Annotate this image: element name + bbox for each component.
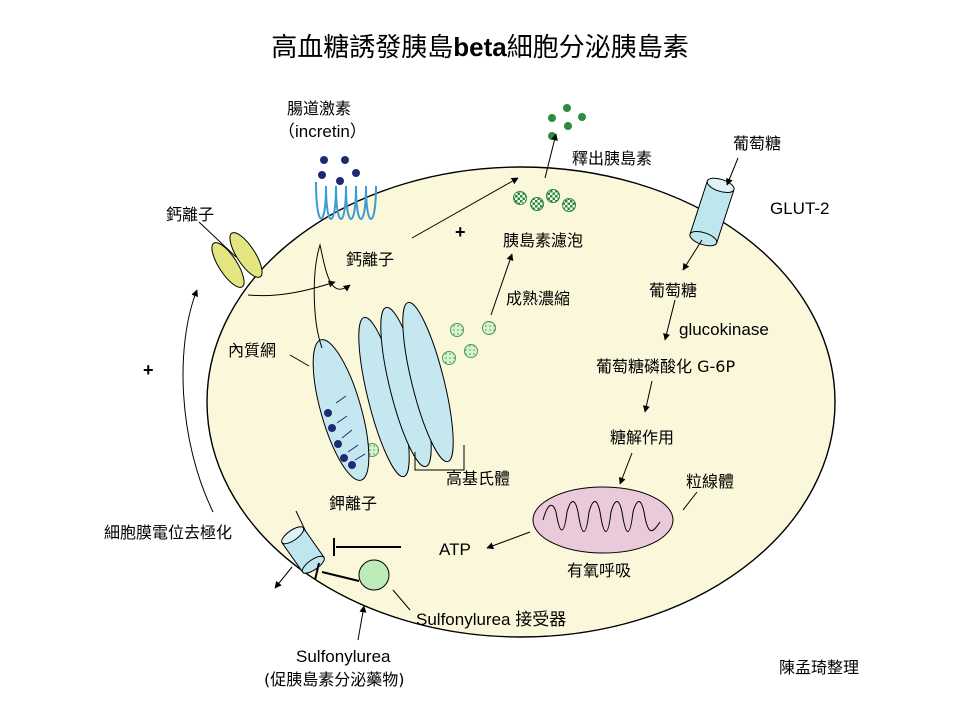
arrow-release	[544, 133, 558, 179]
glucose-outside-label: 葡萄糖	[733, 134, 782, 153]
arrow-potassium-out	[274, 566, 293, 589]
author-credit: 陳孟琦整理	[779, 658, 860, 677]
potassium-label: 鉀離子	[329, 494, 378, 513]
cell-membrane	[206, 166, 836, 638]
pathway-arrows	[182, 133, 739, 641]
calcium-channel	[211, 232, 263, 288]
glucose-inside-label: 葡萄糖	[649, 281, 698, 300]
atp-label: ATP	[439, 540, 471, 559]
released-insulin	[548, 104, 586, 140]
inhibit-receptor	[321, 571, 360, 582]
receptor-label: Sulfonylurea 接受器	[416, 610, 567, 629]
mitochondrion	[532, 486, 674, 554]
arrow-glycolysis	[619, 452, 633, 485]
potassium-channel	[281, 526, 325, 574]
depolarization-label: 細胞膜電位去極化	[104, 523, 233, 542]
golgi-stacks	[358, 301, 454, 478]
arrow-sulfonylurea	[357, 605, 367, 641]
sulfonylurea-desc-label: (促胰島素分泌藥物)	[264, 670, 405, 689]
incretin-receptor	[315, 181, 377, 220]
arrow-depolarization	[182, 289, 214, 513]
golgi-bracket	[414, 445, 465, 471]
arrow-glut2-out	[682, 239, 703, 271]
arrow-er-calcium	[313, 243, 351, 349]
page-title: 高血糖誘發胰島beta細胞分泌胰島素	[271, 32, 689, 63]
incretin-label: 腸道激素	[287, 99, 352, 118]
calcium-inside-label: 鈣離子	[346, 250, 395, 269]
glut2-label: GLUT-2	[770, 199, 830, 218]
incretin-molecules	[318, 156, 360, 185]
insulin-vesicles	[513, 189, 576, 212]
arrow-calcium-influx	[247, 280, 336, 297]
ribosomes	[324, 395, 366, 469]
aerobic-label: 有氧呼吸	[567, 561, 632, 580]
arrow-maturation	[490, 253, 514, 316]
sulfonylurea-receptor	[358, 559, 390, 591]
plus-sign-depolarization: +	[143, 360, 154, 380]
arrow-g6p	[642, 380, 653, 413]
arrow-glucokinase	[663, 299, 676, 341]
insulin-vesicle-label: 胰島素濾泡	[503, 231, 584, 250]
maturation-label: 成熟濃縮	[506, 289, 571, 308]
arrow-atp	[486, 531, 531, 550]
incretin-english-label: （incretin）	[278, 122, 367, 141]
release-insulin-label: 釋出胰島素	[572, 149, 653, 168]
mitochondria-label: 粒線體	[686, 472, 735, 491]
arrow-calcium-vesicle	[411, 177, 519, 239]
glycolysis-label: 糖解作用	[610, 428, 675, 447]
sulfonylurea-label: Sulfonylurea	[296, 647, 391, 666]
plus-sign-vesicle: +	[455, 222, 466, 242]
er-label: 內質網	[228, 341, 277, 360]
golgi-label: 高基氏體	[446, 469, 511, 488]
g6p-label: 葡萄糖磷酸化 G-6P	[596, 357, 736, 376]
arrow-glucose-in	[726, 157, 739, 186]
endoplasmic-reticulum	[312, 339, 370, 481]
glut2-transporter	[689, 177, 735, 247]
calcium-channel-label: 鈣離子	[166, 205, 215, 224]
glucokinase-label: glucokinase	[679, 320, 769, 339]
